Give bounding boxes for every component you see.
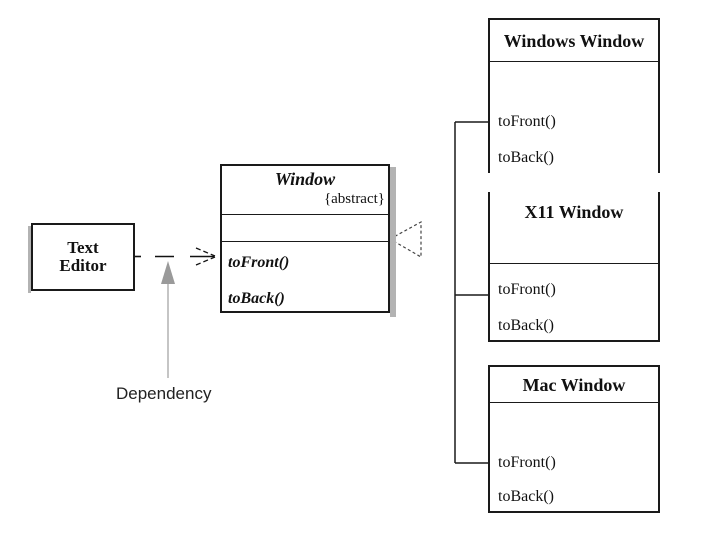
text-editor-left-shadow bbox=[28, 226, 31, 293]
class-title-section-window: Window {abstract} bbox=[222, 166, 388, 215]
class-box-window: Window {abstract} toFront() toBack() bbox=[220, 164, 390, 313]
window-right-shadow bbox=[390, 167, 396, 317]
class-box-windows-window: Windows Window toFront() toBack() bbox=[488, 18, 660, 173]
class-name-mac-window: Mac Window bbox=[490, 367, 658, 403]
class-name-line1: Text bbox=[67, 238, 99, 257]
abstract-stereotype: {abstract} bbox=[323, 191, 385, 207]
class-box-text-editor: Text Editor bbox=[31, 223, 135, 291]
operation-toback-window: toBack() bbox=[228, 290, 285, 307]
operation-toback-windows-window: toBack() bbox=[498, 149, 554, 166]
dependency-open-arrowhead-upper bbox=[195, 247, 216, 257]
class-box-x11-window: X11 Window toFront() toBack() bbox=[488, 192, 660, 342]
attribute-section-window bbox=[222, 215, 388, 242]
operation-toback-mac-window: toBack() bbox=[498, 488, 554, 505]
class-box-mac-window: Mac Window toFront() toBack() bbox=[488, 365, 660, 513]
dependency-label: Dependency bbox=[116, 384, 212, 403]
operation-tofront-windows-window: toFront() bbox=[498, 113, 556, 130]
class-name-line2: Editor bbox=[59, 256, 107, 275]
dependency-callout-arrowhead-icon bbox=[161, 261, 175, 284]
operation-tofront-mac-window: toFront() bbox=[498, 454, 556, 471]
class-name-x11-window: X11 Window bbox=[490, 192, 658, 264]
class-name-text-editor: Text Editor bbox=[59, 239, 106, 275]
operation-tofront-x11-window: toFront() bbox=[498, 281, 556, 298]
operation-tofront-window: toFront() bbox=[228, 254, 290, 271]
class-name-windows-window: Windows Window bbox=[490, 20, 658, 62]
class-name-window: Window bbox=[274, 169, 336, 189]
dependency-open-arrowhead-lower bbox=[195, 256, 216, 266]
operation-toback-x11-window: toBack() bbox=[498, 317, 554, 334]
